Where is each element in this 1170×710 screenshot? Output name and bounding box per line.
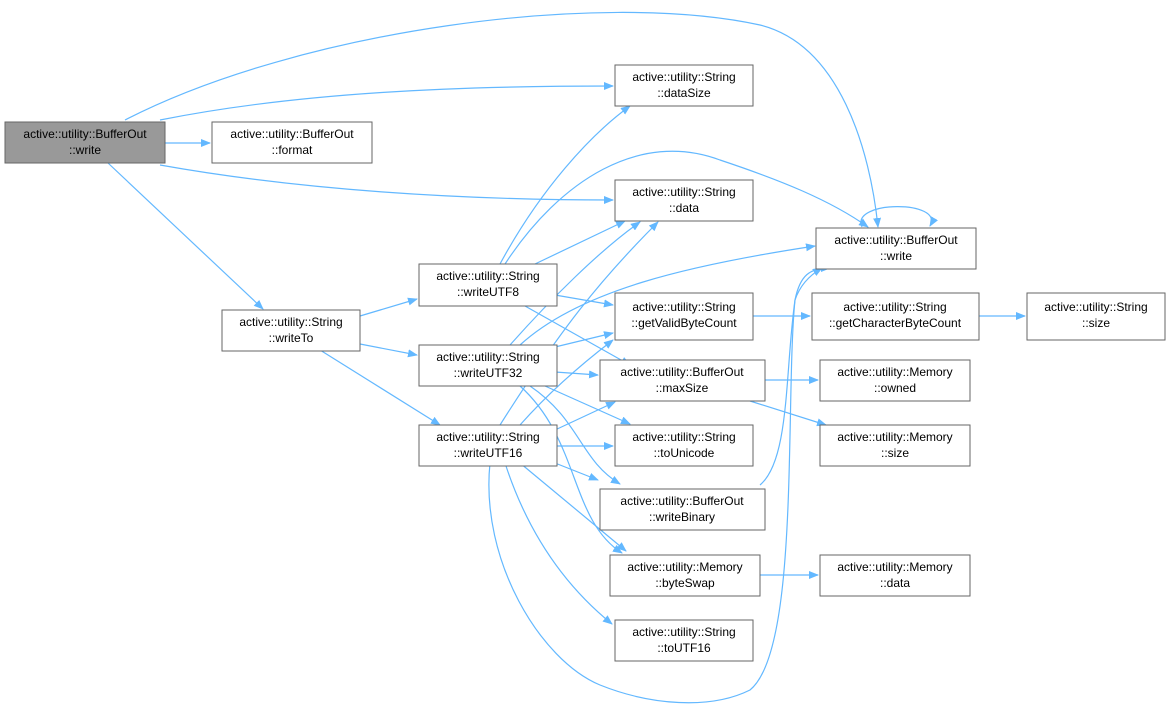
node-label-line1: active::utility::String [843, 300, 946, 314]
edge-writeUTF32-byteSwap [519, 385, 623, 554]
node-label-line1: active::utility::String [632, 430, 735, 444]
node-string-getvalidbytecount[interactable]: active::utility::String ::getValidByteCo… [614, 292, 754, 341]
node-label-line2: ::toUnicode [654, 446, 715, 460]
node-label-line2: ::byteSwap [655, 576, 715, 590]
edge-writeUTF32-maxSize [554, 370, 599, 379]
edge-writeUTF32-bufWrite [519, 243, 816, 346]
node-label-line1: active::utility::BufferOut [230, 127, 354, 141]
node-memory-data[interactable]: active::utility::Memory ::data [819, 554, 971, 597]
edge-root-dataSize [159, 82, 614, 121]
node-string-tounicode[interactable]: active::utility::String ::toUnicode [614, 424, 754, 467]
edge-writeUTF32-toUnicode [544, 385, 631, 425]
node-memory-owned[interactable]: active::utility::Memory ::owned [819, 359, 971, 402]
edge-writeUTF8-bufWrite [504, 150, 869, 265]
edge-writeUTF16-toUTF16 [504, 462, 613, 625]
edge-root-writeTo [107, 162, 264, 310]
node-bufferout-writebinary[interactable]: active::utility::BufferOut ::writeBinary [599, 488, 766, 531]
edge-writeUTF16-getValid [519, 339, 614, 426]
edge-writeTo-writeUTF32 [359, 343, 418, 358]
node-label-line1: active::utility::BufferOut [620, 365, 744, 379]
node-string-writeutf16[interactable]: active::utility::String ::writeUTF16 [418, 424, 558, 467]
edge-writeUTF8-getValid [554, 294, 614, 308]
node-label-line2: ::write [69, 143, 101, 157]
node-label-line2: ::size [881, 446, 909, 460]
node-label-line2: ::getValidByteCount [631, 316, 737, 330]
node-string-datasize[interactable]: active::utility::String ::dataSize [614, 64, 754, 107]
node-label-line1: active::utility::String [632, 300, 735, 314]
edge-writeUTF32-strData [509, 221, 641, 346]
edge-writeUTF8-maxSize [524, 305, 631, 366]
node-label-line1: active::utility::String [239, 315, 342, 329]
node-label-line2: ::writeTo [269, 331, 314, 345]
nodes: active::utility::BufferOut ::write activ… [4, 64, 1166, 662]
edge-writeUTF16-writeBinary [554, 462, 599, 481]
node-string-data[interactable]: active::utility::String ::data [614, 179, 754, 222]
node-label-line2: ::write [880, 249, 912, 263]
node-label-line2: ::size [1082, 316, 1110, 330]
edge-writeUTF8-dataSize [499, 105, 631, 265]
node-string-size[interactable]: active::utility::String ::size [1026, 292, 1166, 341]
node-bufferout-maxsize[interactable]: active::utility::BufferOut ::maxSize [599, 359, 766, 402]
node-string-writeutf8[interactable]: active::utility::String ::writeUTF8 [418, 263, 558, 307]
node-label-line1: active::utility::String [632, 185, 735, 199]
edge-writeTo-writeUTF8 [359, 297, 418, 317]
node-label-line1: active::utility::Memory [837, 365, 952, 379]
node-label-line1: active::utility::String [632, 70, 735, 84]
node-label-line2: ::writeUTF16 [454, 446, 523, 460]
node-label-line2: ::writeBinary [649, 510, 715, 524]
node-label-line1: active::utility::BufferOut [834, 233, 958, 247]
edge-writeUTF16-byteSwap [519, 462, 627, 552]
node-label-line1: active::utility::BufferOut [23, 127, 147, 141]
node-label-line2: ::owned [874, 381, 916, 395]
node-label-line2: ::data [669, 201, 699, 215]
node-label-line1: active::utility::Memory [627, 560, 742, 574]
node-bufferout-write-root[interactable]: active::utility::BufferOut ::write [4, 121, 166, 164]
node-label-line1: active::utility::String [436, 269, 539, 283]
edge-maxSize-memSize [749, 400, 827, 427]
node-label-line1: active::utility::Memory [837, 430, 952, 444]
edge-root-bufWrite [124, 11, 882, 228]
node-label-line2: ::getCharacterByteCount [829, 316, 962, 330]
edge-bufWrite-self [860, 206, 938, 228]
node-label-line1: active::utility::BufferOut [620, 494, 744, 508]
node-label-line1: active::utility::Memory [837, 560, 952, 574]
edge-writeUTF8-strData [534, 220, 626, 265]
edge-writeBinary-bufWrite [759, 267, 823, 486]
node-bufferout-write[interactable]: active::utility::BufferOut ::write [815, 227, 977, 270]
node-label-line2: ::writeUTF32 [454, 366, 523, 380]
node-string-toutf16[interactable]: active::utility::String ::toUTF16 [614, 619, 754, 662]
edge-root-strData [159, 164, 614, 204]
node-string-writeto[interactable]: active::utility::String ::writeTo [221, 309, 361, 352]
node-label-line1: active::utility::String [1044, 300, 1147, 314]
edge-writeUTF16-maxSize [554, 401, 616, 431]
node-label-line2: ::dataSize [657, 86, 711, 100]
edge-writeUTF16-strData [499, 221, 659, 426]
node-memory-byteswap[interactable]: active::utility::Memory ::byteSwap [609, 554, 761, 597]
node-bufferout-format[interactable]: active::utility::BufferOut ::format [211, 121, 373, 164]
node-label-line1: active::utility::String [436, 430, 539, 444]
node-string-writeutf32[interactable]: active::utility::String ::writeUTF32 [418, 344, 558, 387]
node-label-line2: ::writeUTF8 [457, 285, 519, 299]
node-label-line2: ::toUTF16 [657, 641, 711, 655]
edge-writeUTF32-getValid [554, 331, 614, 348]
edges [107, 11, 1026, 704]
node-label-line1: active::utility::String [436, 350, 539, 364]
edge-writeTo-writeUTF16 [319, 349, 441, 426]
node-label-line2: ::data [880, 576, 910, 590]
node-string-getcharacterbytecount[interactable]: active::utility::String ::getCharacterBy… [811, 292, 980, 341]
node-memory-size[interactable]: active::utility::Memory ::size [819, 424, 971, 467]
node-label-line2: ::format [272, 143, 313, 157]
node-label-line2: ::maxSize [656, 381, 709, 395]
node-label-line1: active::utility::String [632, 625, 735, 639]
